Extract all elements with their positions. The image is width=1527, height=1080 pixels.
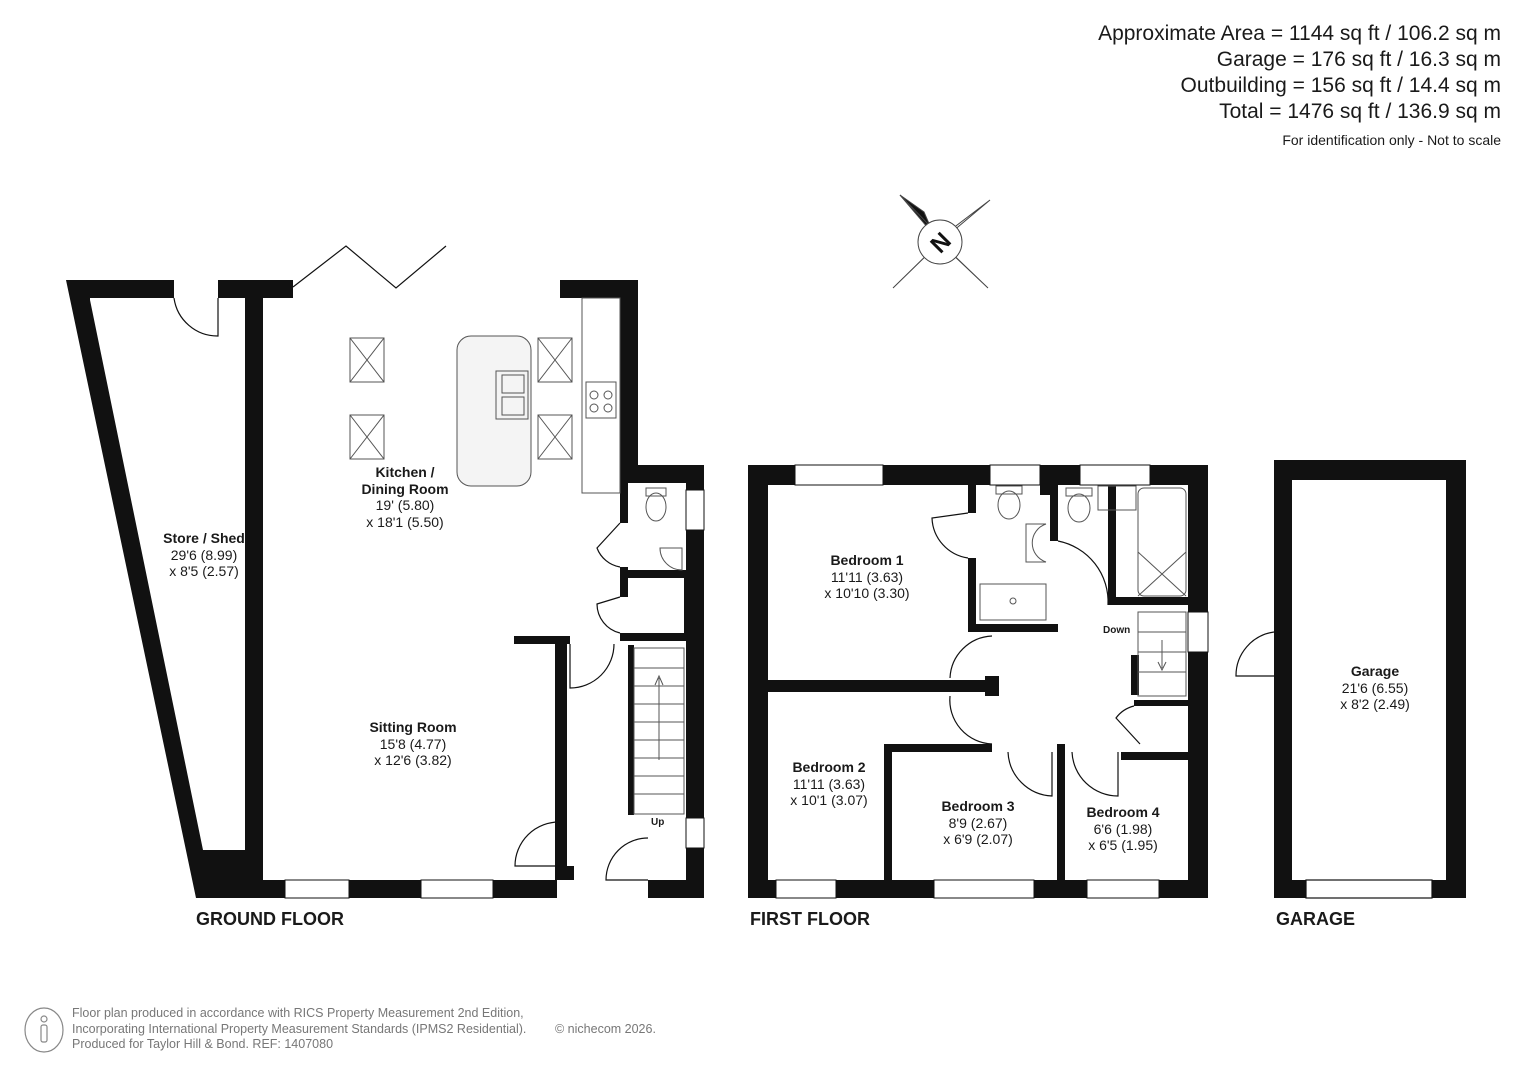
approximate-area: Approximate Area = 1144 sq ft / 106.2 sq… (1098, 22, 1501, 45)
room-bedroom-2: Bedroom 2 11'11 (3.63) x 10'1 (3.07) (759, 759, 899, 809)
room-name: Store / Shed (163, 530, 245, 546)
room-sitting-room: Sitting Room 15'8 (4.77) x 12'6 (3.82) (343, 719, 483, 769)
room-dimension: x 8'2 (2.49) (1340, 696, 1410, 712)
first-floor-windows (775, 464, 1209, 899)
room-dimension: 15'8 (4.77) (379, 735, 447, 752)
room-name: Sitting Room (369, 719, 457, 735)
room-garage: Garage 21'6 (6.55) x 8'2 (2.49) (1305, 663, 1445, 713)
garage-title: GARAGE (1276, 909, 1356, 929)
stairs-up-label: Up (651, 817, 665, 828)
garage-doors (1235, 631, 1433, 899)
room-dimension: 6'6 (1.98) (1093, 820, 1153, 837)
footer-line: Incorporating International Property Mea… (72, 1021, 527, 1036)
room-dimension: 11'11 (3.63) (792, 775, 866, 792)
room-dimension: x 10'10 (3.30) (824, 585, 910, 601)
room-bedroom-1: Bedroom 1 11'11 (3.63) x 10'10 (3.30) (797, 552, 937, 602)
room-dimension: 11'11 (3.63) (830, 568, 904, 585)
ground-floor-doors (173, 245, 649, 881)
room-dimension: 21'6 (6.55) (1341, 679, 1409, 696)
footer-line: Floor plan produced in accordance with R… (72, 1006, 524, 1020)
room-name: Bedroom 1 (830, 552, 904, 568)
room-name: Dining Room (361, 480, 449, 497)
ground-floor-title: GROUND FLOOR (196, 909, 344, 929)
room-name: Garage (1350, 663, 1400, 679)
room-name: Bedroom 3 (941, 798, 1015, 814)
total-area: Total = 1476 sq ft / 136.9 sq m (1219, 100, 1501, 123)
room-dimension: x 6'9 (2.07) (943, 831, 1013, 847)
room-bedroom-4: Bedroom 4 6'6 (1.98) x 6'5 (1.95) (1065, 804, 1181, 854)
person-icon (24, 1007, 64, 1053)
room-dimension: x 6'5 (1.95) (1088, 837, 1158, 853)
room-dimension: x 18'1 (5.50) (366, 513, 444, 530)
ground-floor-windows (284, 489, 705, 899)
room-dimension: 19' (5.80) (375, 497, 435, 513)
room-store-shed: Store / Shed 29'6 (8.99) x 8'5 (2.57) (134, 530, 274, 580)
first-floor-fixtures (979, 485, 1187, 697)
footer-line: Produced for Taylor Hill & Bond. REF: 14… (72, 1037, 334, 1051)
room-dimension: 29'6 (8.99) (170, 546, 238, 563)
stairs-down-label: Down (1103, 625, 1131, 636)
compass-rose-icon (892, 194, 991, 289)
first-floor-title: FIRST FLOOR (750, 909, 870, 929)
footer-disclaimer: Floor plan produced in accordance with R… (72, 1006, 526, 1053)
room-dimension: x 8'5 (2.57) (169, 563, 239, 579)
outbuilding-area: Outbuilding = 156 sq ft / 14.4 sq m (1180, 74, 1501, 97)
garage-walls (1274, 460, 1466, 898)
room-name: Bedroom 4 (1086, 804, 1160, 820)
room-name: Bedroom 2 (792, 759, 866, 775)
room-dimension: 8'9 (2.67) (948, 814, 1008, 831)
room-bedroom-3: Bedroom 3 8'9 (2.67) x 6'9 (2.07) (908, 798, 1048, 848)
kitchen-fixtures (349, 297, 685, 815)
room-name: Kitchen / (375, 464, 435, 480)
first-floor-doors (931, 512, 1141, 797)
scale-note: For identification only - Not to scale (1282, 132, 1501, 148)
room-kitchen-dining: Kitchen / Dining Room 19' (5.80) x 18'1 … (335, 464, 475, 530)
garage-area: Garage = 176 sq ft / 16.3 sq m (1216, 48, 1501, 71)
room-dimension: x 12'6 (3.82) (374, 752, 452, 768)
room-dimension: x 10'1 (3.07) (790, 792, 868, 808)
copyright-notice: © nichecom 2026. (555, 1022, 656, 1036)
